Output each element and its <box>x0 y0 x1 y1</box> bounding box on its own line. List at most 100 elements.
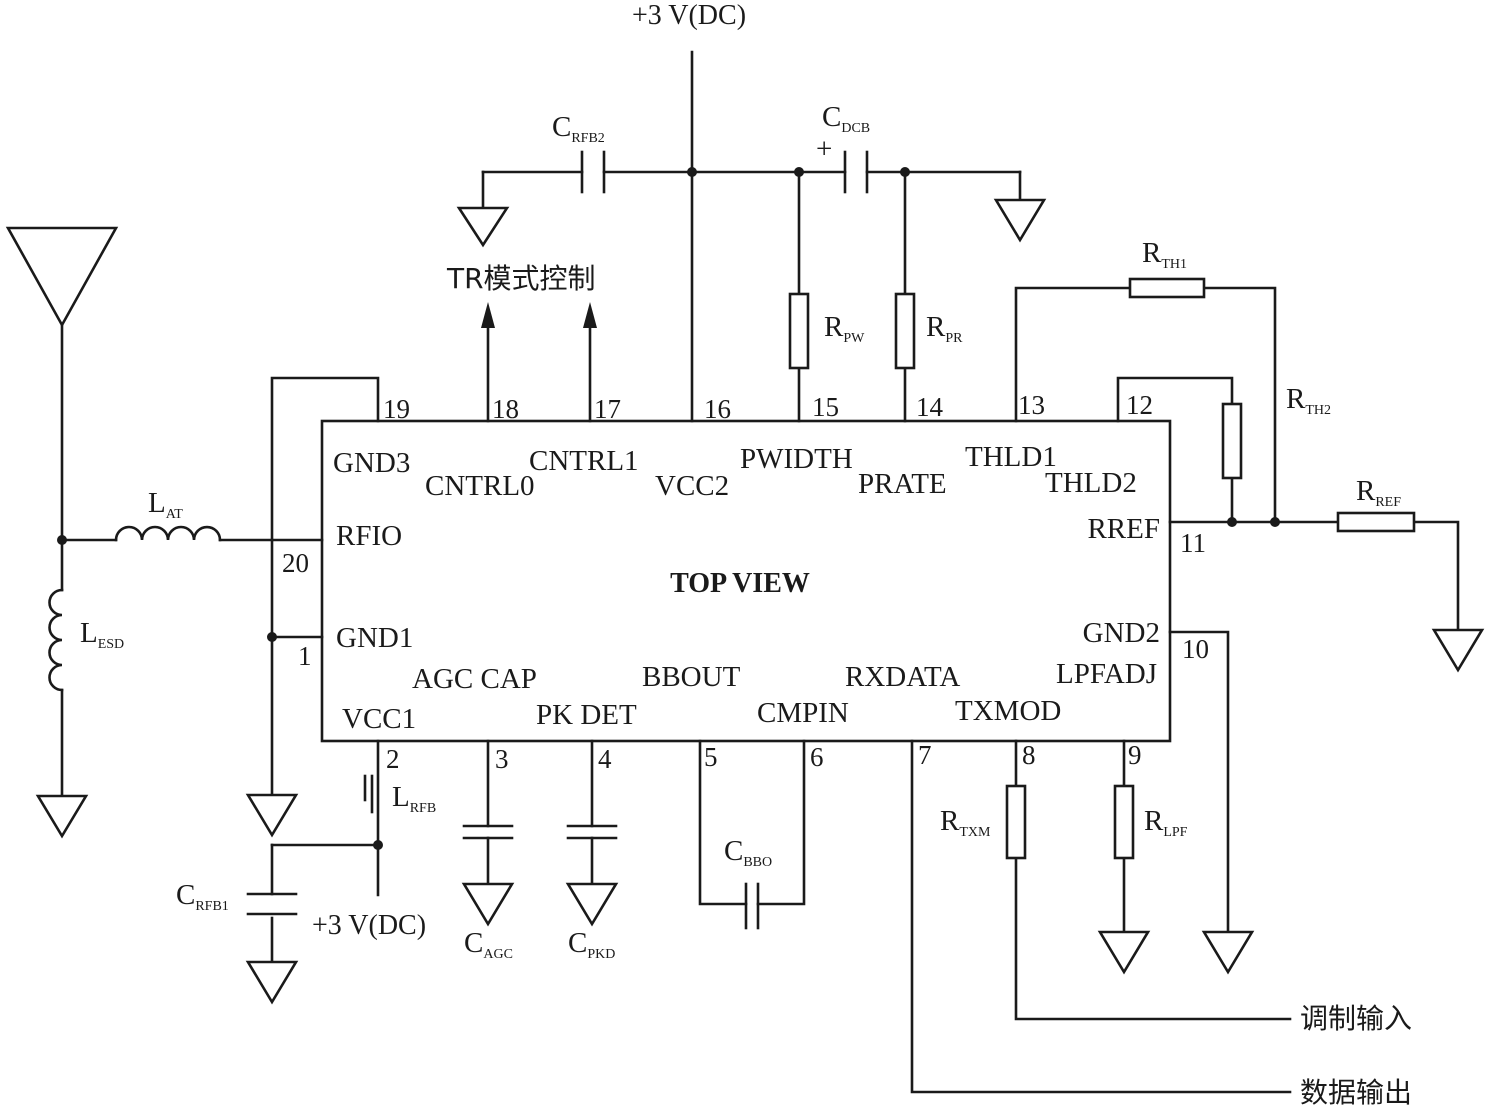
label-rlpf: RLPF <box>1144 805 1188 840</box>
capacitor-crfb2 <box>580 150 606 194</box>
pin-2: 2 <box>386 744 400 774</box>
label-rpr: RPR <box>926 311 963 346</box>
signal-rxdata: RXDATA <box>845 661 960 693</box>
pin-12: 12 <box>1126 390 1153 420</box>
arrow-up-icon <box>481 302 495 328</box>
ground-icon <box>993 198 1047 243</box>
polarity-plus-cdcb: + <box>816 133 832 165</box>
capacitor-cdcb <box>843 150 869 194</box>
ground-icon <box>245 960 299 1005</box>
ic-body <box>320 419 1172 743</box>
pin-20: 20 <box>282 548 309 578</box>
supply-top-label: +3 V(DC) <box>632 0 746 31</box>
supply-bottom-label: +3 V(DC) <box>312 910 426 941</box>
arrow-up-icon <box>583 302 597 328</box>
signal-cmpin: CMPIN <box>757 697 849 729</box>
pin-numbers: 19 18 17 16 15 14 13 12 11 10 20 1 2 3 4… <box>282 390 1209 774</box>
data-output-label: 数据输出 <box>1300 1076 1412 1109</box>
capacitor-cbbo <box>744 882 760 930</box>
pin-15: 15 <box>812 392 839 422</box>
ground-icon <box>1431 628 1485 673</box>
ground-icon <box>456 206 510 248</box>
label-rth1: RTH1 <box>1142 237 1187 272</box>
signal-bbout: BBOUT <box>642 661 741 693</box>
ground-icon <box>35 794 89 839</box>
label-cdcb: CDCB <box>822 101 870 136</box>
antenna-icon <box>5 226 119 328</box>
signal-pwidth: PWIDTH <box>740 443 853 475</box>
signal-txmod: TXMOD <box>955 695 1061 727</box>
ground-icon <box>565 882 619 927</box>
label-rtxm: RTXM <box>940 805 991 840</box>
ground-symbols <box>35 198 1485 1005</box>
signal-thld2: THLD2 <box>1045 467 1137 499</box>
signal-vcc1: VCC1 <box>342 703 416 735</box>
pin-16: 16 <box>704 394 731 424</box>
pin-9: 9 <box>1128 740 1142 770</box>
pin-7: 7 <box>918 740 932 770</box>
capacitor-crfb1 <box>246 892 298 916</box>
pin-17: 17 <box>594 394 621 424</box>
signal-cntrl0: CNTRL0 <box>425 470 535 502</box>
signal-prate: PRATE <box>858 468 947 500</box>
signal-rfio: RFIO <box>336 520 402 552</box>
label-crfb1: CRFB1 <box>176 879 229 914</box>
signal-gnd3: GND3 <box>333 447 410 479</box>
inductor-lesd <box>48 588 64 692</box>
pin-13: 13 <box>1018 390 1045 420</box>
label-lesd: LESD <box>80 617 124 652</box>
resistor-rtxm <box>1005 784 1027 860</box>
tr-mode-control-label: TR模式控制 <box>446 262 596 295</box>
resistor-rlpf <box>1113 784 1135 860</box>
pin-6: 6 <box>810 742 824 772</box>
resistor-rth1 <box>1128 277 1206 299</box>
signal-lpfadj: LPFADJ <box>1056 658 1157 690</box>
modulation-input-label: 调制输入 <box>1300 1002 1412 1035</box>
ground-icon <box>1201 930 1255 975</box>
label-cagc: CAGC <box>464 927 513 962</box>
wires <box>60 50 1460 1094</box>
label-rpw: RPW <box>824 311 865 346</box>
signal-thld1: THLD1 <box>965 441 1057 473</box>
label-lrfb: LRFB <box>392 781 436 816</box>
inductor-lat <box>114 525 222 542</box>
inductor-lrfb <box>363 774 374 814</box>
pin-3: 3 <box>495 744 509 774</box>
ground-icon <box>245 793 299 838</box>
resistor-rpr <box>894 292 916 370</box>
pin-1: 1 <box>298 641 312 671</box>
pin-10: 10 <box>1182 634 1209 664</box>
chip-signal-labels: GND3 CNTRL0 CNTRL1 VCC2 PWIDTH PRATE THL… <box>333 441 1160 735</box>
resistor-rpw <box>788 292 810 370</box>
junction-dots <box>57 167 1280 850</box>
ground-icon <box>461 882 515 927</box>
signal-cntrl1: CNTRL1 <box>529 445 639 477</box>
pin-14: 14 <box>916 392 944 422</box>
signal-pkdet: PK DET <box>536 699 637 731</box>
pin-4: 4 <box>598 744 612 774</box>
signal-gnd1: GND1 <box>336 622 413 654</box>
capacitor-cagc <box>462 824 514 840</box>
pin-8: 8 <box>1022 740 1036 770</box>
pin-11: 11 <box>1180 528 1206 558</box>
signal-vcc2: VCC2 <box>655 470 729 502</box>
signal-agccap: AGC CAP <box>412 663 537 695</box>
capacitor-cpkd <box>566 824 618 840</box>
component-labels: CRFB2 CDCB + RTH1 RTH2 RPW RPR RREF LAT … <box>80 101 1401 962</box>
pin-18: 18 <box>492 394 519 424</box>
resistor-rth2 <box>1221 402 1243 480</box>
ground-icon <box>1097 930 1151 975</box>
label-rref: RREF <box>1356 475 1401 510</box>
pin-19: 19 <box>383 394 410 424</box>
pin-5: 5 <box>704 742 718 772</box>
label-lat: LAT <box>148 487 183 522</box>
chip-title: TOP VIEW <box>670 568 810 599</box>
label-crfb2: CRFB2 <box>552 111 605 146</box>
resistor-rref <box>1336 511 1416 533</box>
label-cpkd: CPKD <box>568 927 615 962</box>
signal-rref: RREF <box>1087 513 1160 545</box>
label-cbbo: CBBO <box>724 835 772 870</box>
signal-gnd2: GND2 <box>1083 617 1160 649</box>
label-rth2: RTH2 <box>1286 383 1331 418</box>
